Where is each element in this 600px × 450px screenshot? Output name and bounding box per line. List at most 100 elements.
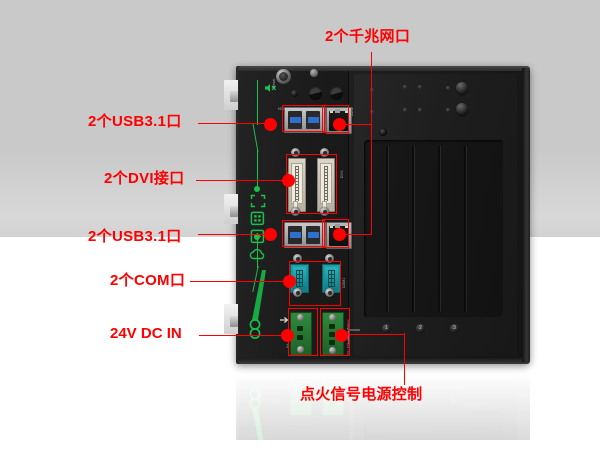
ignition-terminal-screw-bottom[interactable] (329, 347, 336, 354)
dvi1-screw-top (320, 148, 329, 157)
slot-number-1: 1 (382, 324, 391, 333)
chassis-right-edge (522, 68, 530, 362)
dc-input-arrow-icon (280, 316, 289, 324)
callout-leader-lan-vertical (371, 52, 373, 235)
usb31-port-1-insert (289, 117, 301, 123)
highlight-box-lan-bottom (322, 219, 349, 248)
chassis-bottom-edge (238, 358, 530, 364)
antenna-cap-1 (309, 87, 322, 100)
green-trace-lower (257, 238, 259, 268)
usb31-port-1[interactable] (288, 111, 302, 129)
callout-leader-dcin (199, 335, 286, 337)
usb31-port-4-insert (307, 232, 319, 238)
mount-ear-top (230, 91, 238, 102)
dvi-port-2-pins (295, 166, 299, 201)
callout-leader-com (190, 281, 288, 283)
plate-hole-6 (418, 108, 422, 112)
dvi1-screw-bottom-in (322, 209, 327, 214)
callout-dot-dcin (281, 329, 294, 342)
usb31-port-4[interactable] (306, 226, 320, 244)
plate-hole-3 (418, 85, 422, 89)
callout-leader-usb-bottom (198, 234, 270, 236)
ignition-terminal-hole-3 (329, 340, 335, 345)
plate-hole-2 (403, 85, 407, 89)
usb31-port-3-insert (289, 232, 301, 238)
highlight-box-dcin (288, 308, 318, 356)
callout-label-lan: 2个千兆网口 (325, 28, 411, 45)
antenna-cap-2 (330, 87, 343, 100)
callout-leader-usb-top (198, 123, 270, 125)
green-trace-mid (257, 150, 259, 188)
callout-label-com: 2个COM口 (110, 272, 186, 289)
silk-reset: Reset (272, 78, 276, 88)
green-infinity-icon (249, 319, 261, 339)
green-trace-node-1 (254, 186, 260, 192)
com2-screw-bottom (293, 288, 302, 297)
highlight-box-usb-bottom (282, 220, 325, 247)
panel-seam (348, 71, 349, 359)
ignition-terminal-screw-top[interactable] (329, 314, 336, 321)
com-port-2-pins (296, 270, 303, 287)
dc-terminal-screw-bottom[interactable] (297, 346, 304, 353)
lan-led-right-bottom (345, 226, 348, 228)
dc-terminal-hole-1 (297, 326, 303, 331)
dc-terminal-screw-top[interactable] (297, 314, 304, 321)
silk-dvi1: DVI1 (340, 170, 344, 178)
highlight-box-usb-top (282, 105, 325, 132)
plate-hole-8 (446, 108, 450, 112)
mount-ear-bottom (230, 316, 238, 327)
mount-ear-middle (230, 206, 238, 217)
callout-dot-ignition (335, 329, 348, 342)
com-port-1-face (325, 267, 338, 290)
usb31-port-group-top[interactable] (284, 107, 326, 133)
callout-dot-lan-top (333, 118, 346, 131)
power-button[interactable] (276, 69, 291, 84)
callout-leader-ignition-horizontal (345, 334, 405, 336)
speaker-mute-icon (265, 84, 277, 92)
highlight-box-dvi (286, 154, 337, 214)
plate-hole-7 (446, 86, 450, 90)
callout-label-ignition: 点火信号电源控制 (300, 386, 423, 403)
dvi2-screw-bottom-in (293, 209, 298, 214)
callout-dot-dvi (282, 174, 295, 187)
callout-leader-ignition-vertical (404, 333, 406, 385)
chassis-right-plate: 1 2 3 (354, 74, 517, 356)
plate-screw (379, 128, 387, 136)
dvi2-screw-bottom (291, 207, 300, 216)
highlight-box-lan-top (322, 105, 349, 133)
callout-leader-lan-branch-bottom (340, 234, 372, 236)
callout-label-dvi: 2个DVI接口 (104, 170, 185, 187)
usb31-port-group-bottom[interactable] (284, 222, 326, 248)
callout-label-usb-top: 2个USB3.1口 (88, 113, 182, 130)
vent-slot-3 (438, 146, 440, 312)
plate-boss-1 (456, 82, 468, 94)
audio-jack-mic[interactable] (291, 90, 298, 97)
green-frame-icon (250, 194, 266, 208)
com-port-2-face (293, 267, 306, 290)
dc-terminal-hole-2 (297, 335, 303, 340)
plate-boss-2 (456, 103, 468, 115)
callout-label-usb-bottom: 2个USB3.1口 (88, 228, 182, 245)
dvi1-screw-top-in (322, 150, 327, 155)
vent-slot-4 (464, 146, 466, 312)
lan-led-left-bottom (330, 226, 333, 228)
dvi-port-1[interactable] (317, 158, 335, 212)
silk-com1: COM1 (342, 277, 346, 288)
callout-leader-lan-branch-top (340, 124, 372, 126)
lan-led-right-top (345, 111, 348, 113)
green-plus-icon (250, 229, 265, 244)
usb31-port-2[interactable] (306, 111, 320, 129)
panel-screw-top (310, 69, 318, 77)
green-grid-icon (250, 211, 265, 226)
highlight-box-ignition (320, 308, 350, 356)
expansion-bay (364, 140, 504, 318)
usb31-port-3[interactable] (288, 226, 302, 244)
ignition-terminal-hole-2 (329, 332, 335, 337)
ignition-terminal-hole-1 (329, 324, 335, 329)
dvi1-screw-bottom (320, 207, 329, 216)
dvi2-screw-top (291, 148, 300, 157)
callout-dot-usb-bottom (264, 228, 277, 241)
com2-screw-top (293, 254, 302, 263)
callout-dot-lan-bottom (333, 228, 346, 241)
slot-number-2: 2 (416, 324, 425, 333)
